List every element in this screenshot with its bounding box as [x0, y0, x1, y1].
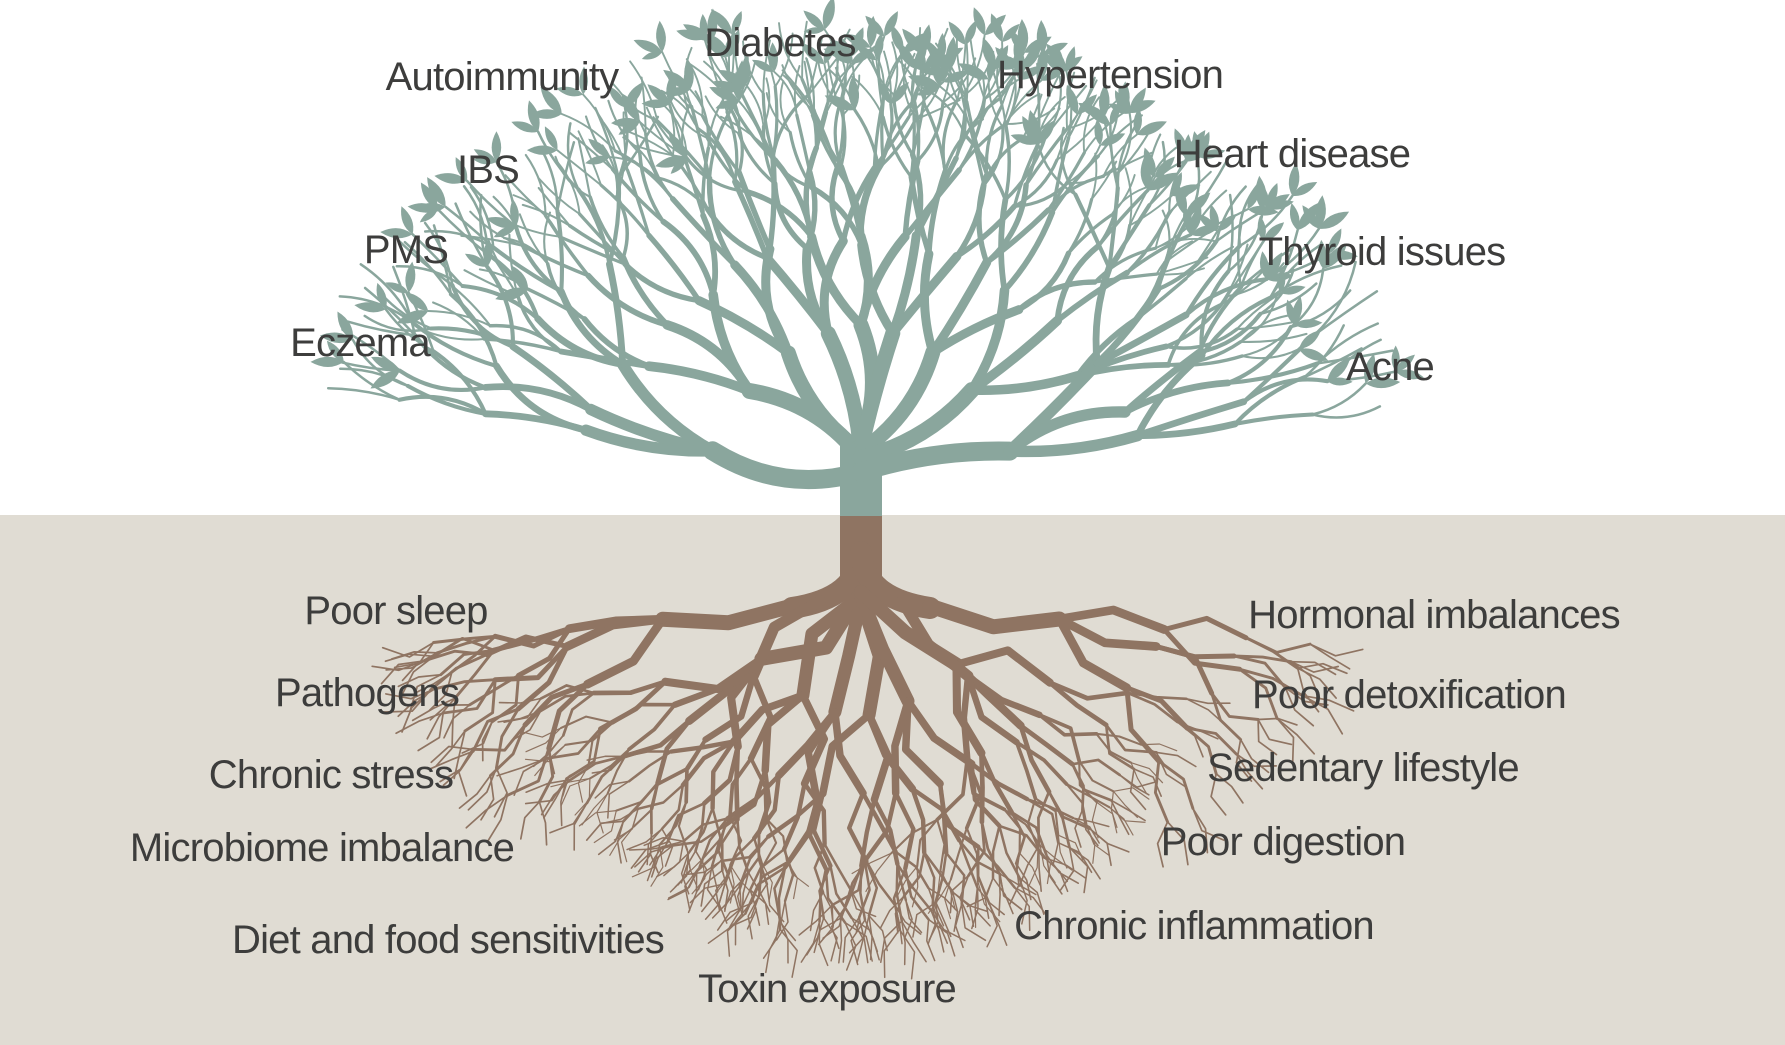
branch-label: Diabetes [704, 21, 856, 65]
root-label: Poor sleep [304, 589, 488, 633]
branch-label: Eczema [290, 321, 431, 365]
root-label: Pathogens [274, 671, 460, 715]
branch-label: Acne [1346, 345, 1435, 389]
branch-label: Hypertension [996, 53, 1224, 97]
root-label: Sedentary lifestyle [1207, 746, 1519, 790]
branch-label: IBS [456, 148, 520, 192]
branch-label: Thyroid issues [1258, 230, 1506, 274]
root-label: Microbiome imbalance [129, 826, 515, 870]
root-label: Toxin exposure [698, 967, 957, 1011]
branch-label: PMS [363, 228, 449, 272]
root-label: Poor detoxification [1252, 673, 1567, 717]
root-label: Hormonal imbalances [1248, 593, 1620, 637]
root-label: Diet and food sensitivities [232, 918, 665, 962]
branch-label: Autoimmunity [385, 55, 620, 99]
root-label: Chronic stress [208, 753, 454, 797]
branch-label: Heart disease [1173, 132, 1411, 176]
root-label: Poor digestion [1160, 820, 1406, 864]
root-label: Chronic inflammation [1014, 904, 1375, 948]
